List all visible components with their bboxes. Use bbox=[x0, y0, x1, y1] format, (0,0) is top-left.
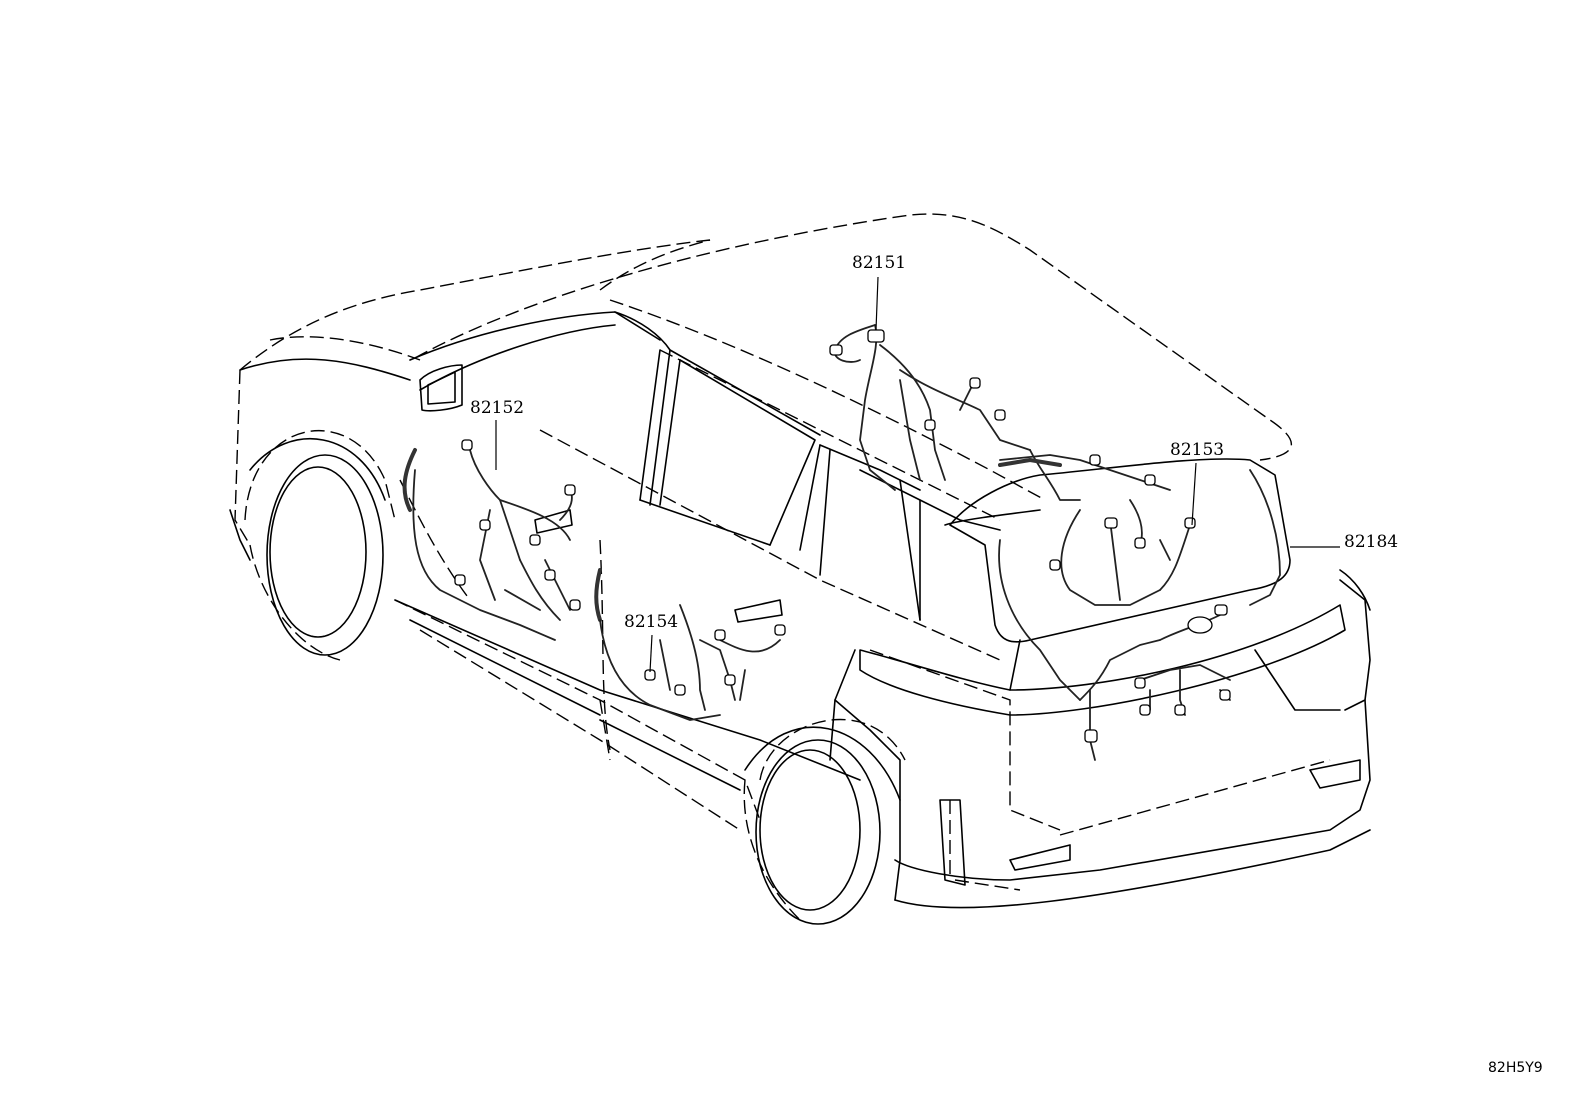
harness-82153-back-door bbox=[1049, 499, 1196, 606]
callout-leader-lines bbox=[495, 276, 1340, 673]
leader-82151 bbox=[875, 276, 879, 331]
callout-82154: 82154 bbox=[624, 612, 679, 632]
harness-82154-rear-door bbox=[594, 568, 786, 721]
illustration-code: 82H5Y9 bbox=[1488, 1060, 1543, 1076]
vehicle-body-outline bbox=[229, 213, 1371, 925]
leader-82153 bbox=[1191, 462, 1197, 526]
leader-82154 bbox=[649, 634, 653, 673]
harness-82152-front-door bbox=[402, 439, 581, 641]
harness-82151-roof bbox=[829, 324, 1171, 501]
callout-82153: 82153 bbox=[1170, 440, 1225, 460]
callout-82184: 82184 bbox=[1344, 532, 1399, 552]
callout-82151: 82151 bbox=[852, 253, 907, 273]
callout-82152: 82152 bbox=[470, 398, 525, 418]
harness-82184-back-door-lower bbox=[998, 469, 1281, 761]
